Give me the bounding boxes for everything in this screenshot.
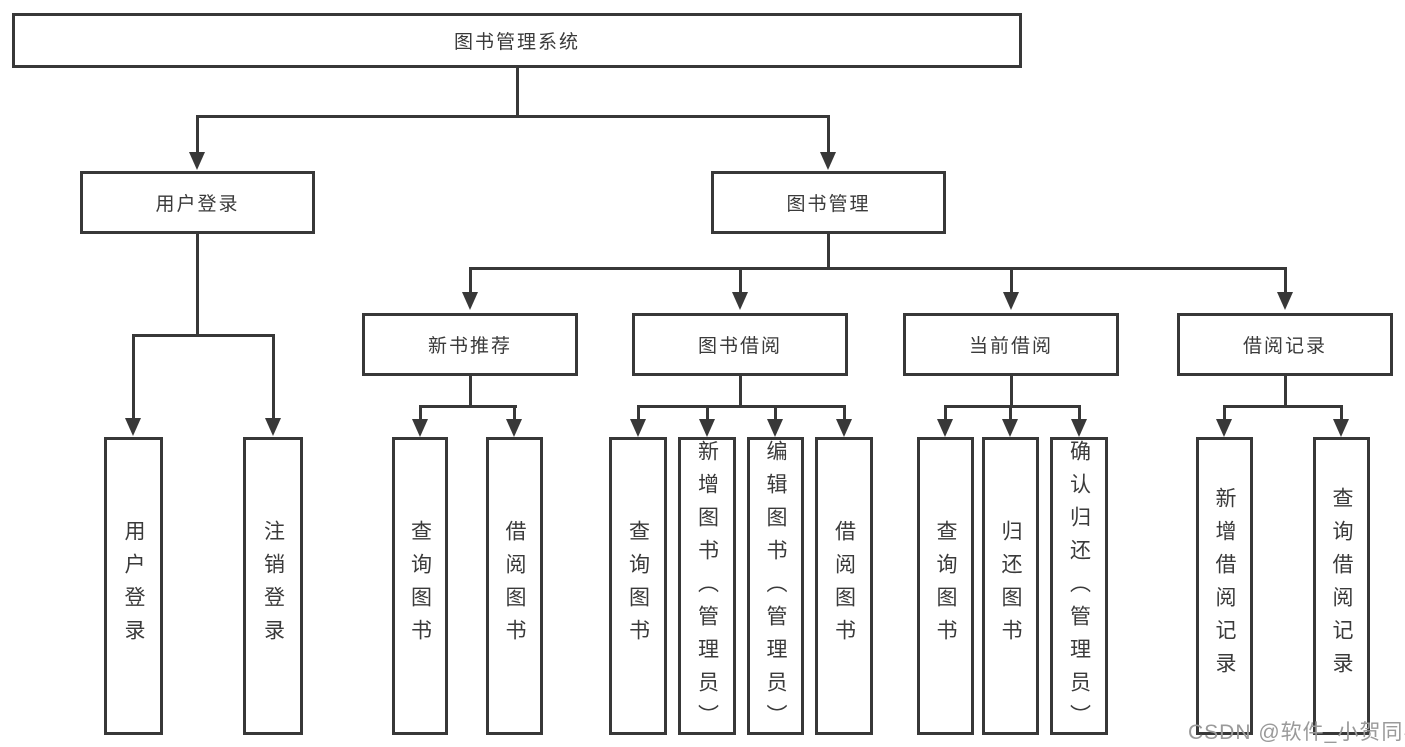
node-label: 用户登录 — [122, 520, 145, 652]
connector-arrowhead — [699, 419, 715, 437]
connector-arrowhead — [265, 418, 281, 436]
connector-arrowhead — [506, 419, 522, 437]
node-return-books: 归还图书 — [982, 437, 1039, 735]
connector-arrowhead — [1216, 419, 1232, 437]
connector-line — [1010, 267, 1013, 293]
connector-arrowhead — [125, 418, 141, 436]
connector-line — [944, 405, 947, 420]
connector-arrowhead — [189, 152, 205, 170]
watermark: CSDN @软件_小贺同学 — [1188, 721, 1405, 744]
connector-line — [1223, 405, 1226, 420]
connector-line — [739, 267, 742, 293]
node-label: 借阅图书 — [832, 520, 856, 652]
connector-arrowhead — [1333, 419, 1349, 437]
connector-arrowhead — [820, 152, 836, 170]
connector-line — [1010, 376, 1013, 408]
connector-line — [419, 405, 517, 408]
connector-line — [1340, 405, 1343, 420]
node-label: 查询借阅记录 — [1330, 487, 1353, 685]
node-add-borrow-record: 新增借阅记录 — [1196, 437, 1253, 735]
node-label: 注销登录 — [261, 520, 285, 652]
connector-line — [827, 115, 830, 153]
connector-line — [1223, 405, 1343, 408]
connector-line — [132, 334, 135, 419]
connector-line — [513, 405, 516, 420]
connector-line — [706, 405, 709, 420]
connector-line — [272, 334, 275, 419]
connector-arrowhead — [1277, 292, 1293, 310]
connector-line — [419, 405, 422, 420]
connector-line — [1078, 405, 1081, 420]
connector-arrowhead — [630, 419, 646, 437]
node-label: 新增图书（管理员） — [695, 440, 719, 737]
node-user-login-leaf: 用户登录 — [104, 437, 163, 735]
connector-arrowhead — [836, 419, 852, 437]
node-query-books-current: 查询图书 — [917, 437, 974, 735]
node-book-borrowing: 图书借阅 — [632, 313, 848, 376]
node-label: 编辑图书（管理员） — [764, 440, 787, 737]
node-query-books-borrowing: 查询图书 — [609, 437, 667, 735]
connector-line — [516, 68, 519, 118]
connector-arrowhead — [1003, 292, 1019, 310]
connector-line — [944, 405, 1081, 408]
node-book-management: 图书管理 — [711, 171, 946, 234]
node-label: 新增借阅记录 — [1213, 487, 1236, 685]
node-current-borrowing: 当前借阅 — [903, 313, 1119, 376]
node-label: 查询图书 — [626, 520, 650, 652]
node-borrow-books-borrowing: 借阅图书 — [815, 437, 873, 735]
node-confirm-return-admin: 确认归还（管理员） — [1050, 437, 1108, 737]
connector-line — [637, 405, 846, 408]
connector-line — [843, 405, 846, 420]
node-query-books-recommend: 查询图书 — [392, 437, 448, 735]
connector-arrowhead — [462, 292, 478, 310]
connector-line — [739, 376, 742, 408]
connector-line — [1284, 267, 1287, 293]
node-borrowing-records: 借阅记录 — [1177, 313, 1393, 376]
connector-arrowhead — [767, 419, 783, 437]
node-label: 查询图书 — [934, 520, 957, 652]
node-label: 确认归还（管理员） — [1067, 440, 1091, 737]
connector-line — [827, 234, 830, 270]
connector-line — [469, 376, 472, 408]
connector-line — [196, 234, 199, 337]
connector-arrowhead — [1071, 419, 1087, 437]
connector-line — [774, 405, 777, 420]
node-edit-books-admin: 编辑图书（管理员） — [747, 437, 804, 737]
node-label: 借阅图书 — [503, 520, 526, 652]
node-borrow-books-recommend: 借阅图书 — [486, 437, 543, 735]
connector-line — [1009, 405, 1012, 420]
node-user-login: 用户登录 — [80, 171, 315, 234]
node-label: 归还图书 — [999, 520, 1022, 652]
node-label: 查询图书 — [408, 520, 432, 652]
connector-line — [469, 267, 472, 293]
connector-line — [637, 405, 640, 420]
node-library-management-system: 图书管理系统 — [12, 13, 1022, 68]
node-add-books-admin: 新增图书（管理员） — [678, 437, 736, 737]
connector-line — [132, 334, 275, 337]
connector-arrowhead — [732, 292, 748, 310]
connector-arrowhead — [1002, 419, 1018, 437]
connector-arrowhead — [412, 419, 428, 437]
node-logout: 注销登录 — [243, 437, 303, 735]
connector-arrowhead — [937, 419, 953, 437]
connector-line — [1284, 376, 1287, 408]
connector-line — [196, 115, 830, 118]
connector-line — [469, 267, 1287, 270]
node-query-borrow-record: 查询借阅记录 — [1313, 437, 1370, 735]
connector-line — [196, 115, 199, 153]
node-new-book-recommendation: 新书推荐 — [362, 313, 578, 376]
